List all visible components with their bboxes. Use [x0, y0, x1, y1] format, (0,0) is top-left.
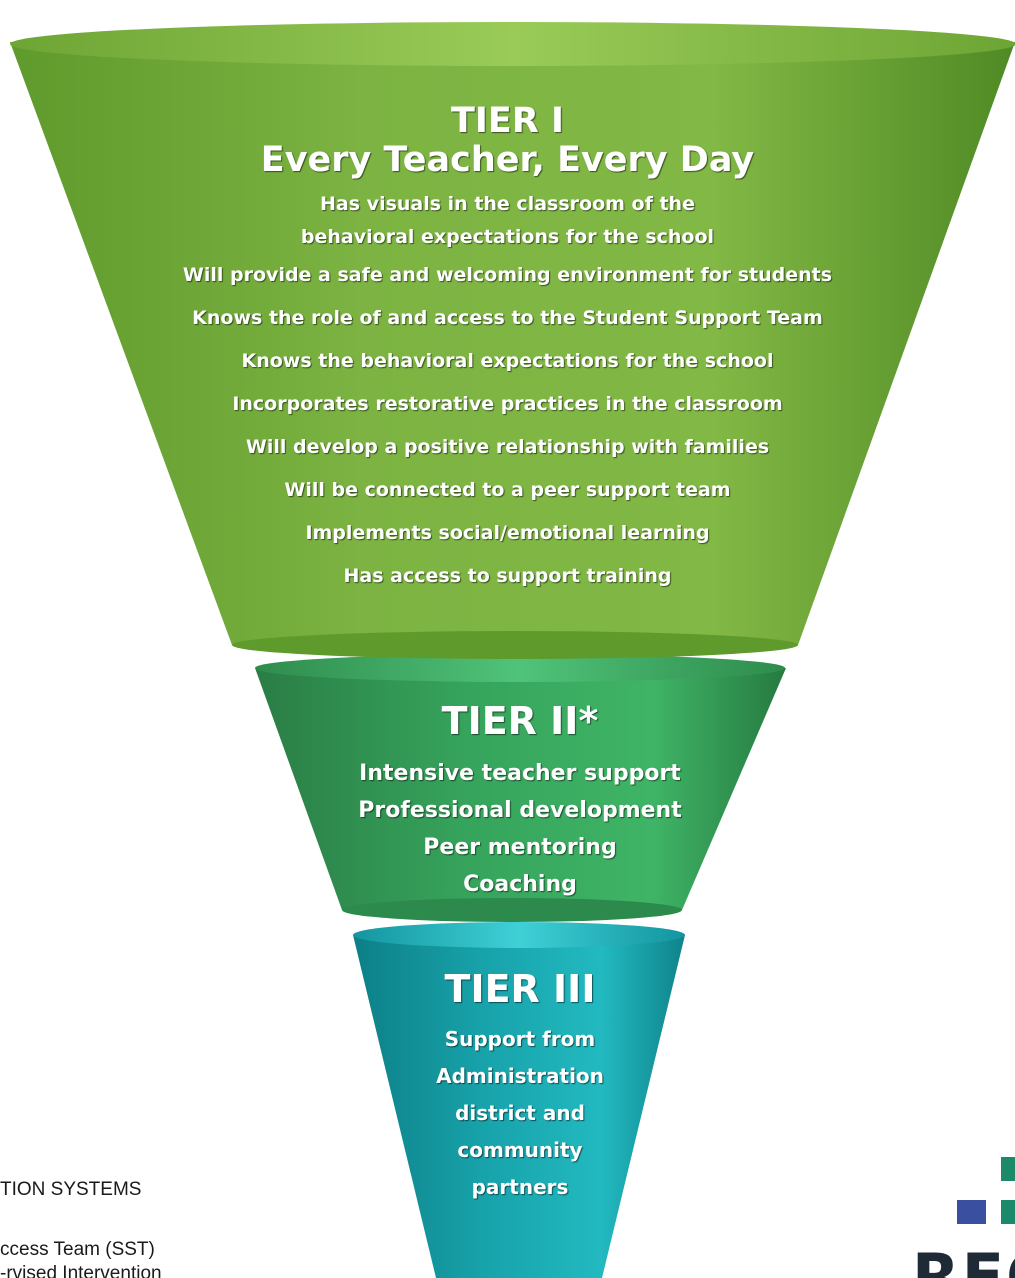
- tier-1-item: Knows the behavioral expectations for th…: [241, 350, 774, 373]
- tier-3-item: partners: [471, 1174, 569, 1199]
- tier-3-item: Support from: [444, 1026, 596, 1051]
- tier-1-funnel-section: [10, 22, 1015, 659]
- tier-2-content: TIER II* Intensive teacher support Profe…: [0, 700, 1015, 903]
- tier-1-subtitle: Every Teacher, Every Day: [260, 140, 755, 181]
- tier-1-content: TIER I Every Teacher, Every Day Has visu…: [0, 101, 1015, 598]
- tier-1-item: Implements social/emotional learning: [305, 522, 710, 545]
- tier-2-item: Professional development: [358, 797, 682, 823]
- tier-3-item: Administration: [436, 1063, 604, 1088]
- tier-3-funnel-section: [353, 922, 685, 1278]
- tier-1-item: Has access to support training: [343, 565, 672, 588]
- tier-2-funnel-section: [255, 654, 786, 922]
- tier-1-item: Will provide a safe and welcoming enviro…: [182, 264, 833, 287]
- tier-2-item: Coaching: [463, 871, 577, 897]
- logo-square-top: [1001, 1157, 1015, 1181]
- tier-3-item: district and: [455, 1100, 585, 1125]
- sst-text: ccess Team (SST): [0, 1239, 155, 1260]
- tier-3-title: TIER III: [444, 967, 596, 1011]
- logo-square-green: [1001, 1200, 1015, 1224]
- tier-3-item: community: [457, 1137, 583, 1162]
- tier-1-item: Will be connected to a peer support team: [284, 479, 731, 502]
- tier-2-item: Peer mentoring: [423, 834, 617, 860]
- systems-heading: TION SYSTEMS: [0, 1179, 142, 1200]
- tier-1-item: Will develop a positive relationship wit…: [245, 436, 770, 459]
- tier-1-item: Incorporates restorative practices in th…: [232, 393, 783, 416]
- logo-wordmark: REC: [912, 1240, 1015, 1278]
- logo-square-blue: [957, 1200, 986, 1224]
- tier-1-item: Has visuals in the classroom of the: [320, 193, 695, 216]
- tier-3-content: TIER III Support from Administration dis…: [0, 968, 1015, 1206]
- intervention-text: -rvised Intervention: [0, 1263, 162, 1278]
- tier-2-title: TIER II*: [441, 699, 599, 743]
- tier-1-item: behavioral expectations for the school: [300, 226, 715, 249]
- tier-1-title: TIER I: [451, 101, 564, 141]
- tier-2-item: Intensive teacher support: [359, 760, 681, 786]
- tier-1-item: Knows the role of and access to the Stud…: [192, 307, 823, 330]
